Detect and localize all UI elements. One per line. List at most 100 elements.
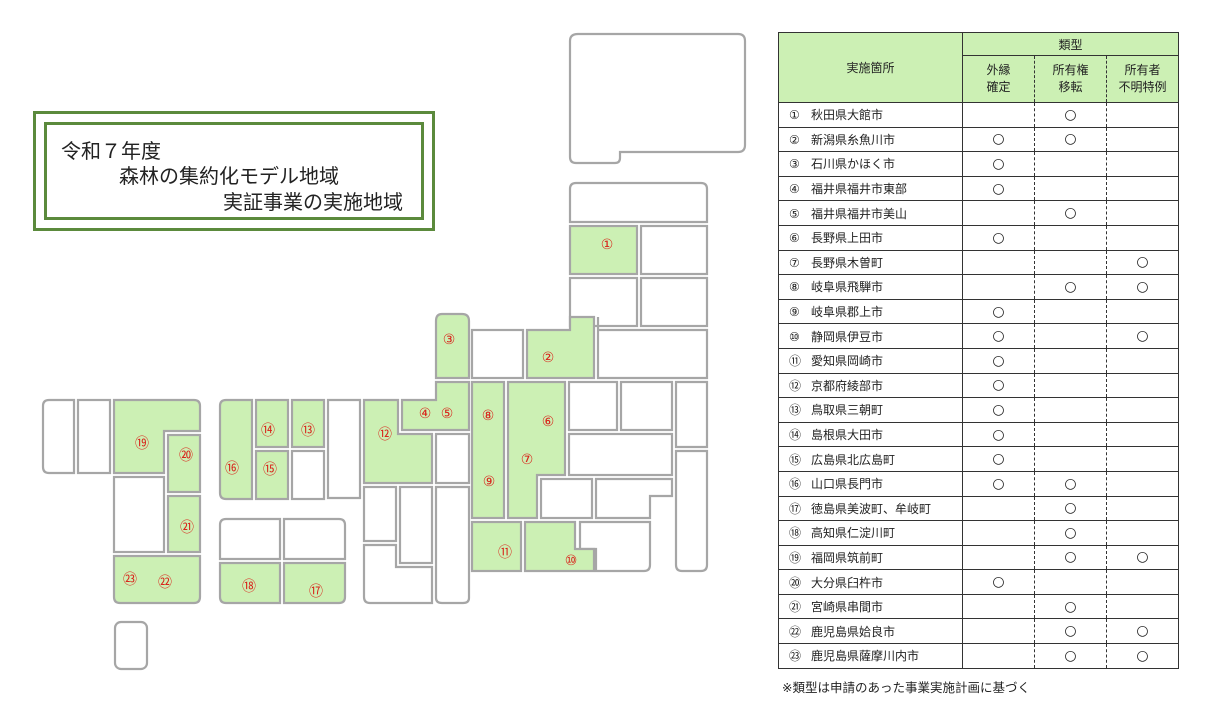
pref-tochigi xyxy=(619,380,674,432)
pref-akita xyxy=(568,224,639,276)
pref-gunma xyxy=(567,380,619,432)
pref-tokyo xyxy=(594,477,674,520)
map-label-17: ⑰ xyxy=(309,584,323,600)
map-label-2: ② xyxy=(541,350,555,366)
map-label-14: ⑭ xyxy=(261,423,275,439)
pref-kumamoto xyxy=(112,475,166,554)
pref-fukui xyxy=(400,380,471,432)
pref-okinawa xyxy=(113,620,149,671)
header-ownership-transfer: 所有権移転 xyxy=(1034,55,1107,103)
map-label-13: ⑬ xyxy=(301,423,315,439)
pref-saga xyxy=(76,398,112,475)
pref-hyogo xyxy=(326,398,362,500)
map-title-frame: 令和７年度 森林の集約化モデル地域 実証事業の実施地域 xyxy=(33,111,435,231)
pref-okayama xyxy=(290,449,326,501)
title-line-2: 森林の集約化モデル地域 xyxy=(119,164,339,188)
japan-schematic-map xyxy=(41,32,747,671)
pref-tokushima xyxy=(282,561,347,605)
pref-nagasaki xyxy=(41,398,76,475)
map-label-23: ㉓ xyxy=(123,572,137,588)
map-label-8: ⑧ xyxy=(481,408,495,424)
header-boundary-confirmation: 外縁確定 xyxy=(962,55,1035,103)
map-label-4: ④ xyxy=(418,406,432,422)
header-unknown-owner-exception: 所有者不明特例 xyxy=(1106,55,1179,103)
title-line-3: 実証事業の実施地域 xyxy=(223,190,403,214)
pref-yamagata xyxy=(568,276,639,328)
map-label-18: ⑱ xyxy=(242,579,256,595)
pref-kyoto xyxy=(362,398,434,485)
pref-kanagawa xyxy=(578,520,652,573)
map-label-3: ③ xyxy=(442,332,456,348)
pref-shizuoka xyxy=(523,520,596,573)
pref-gifu xyxy=(470,380,506,520)
pref-nara xyxy=(398,485,434,565)
pref-fukushima xyxy=(596,317,709,380)
pref-fukuoka xyxy=(112,398,202,475)
pref-aomori xyxy=(568,181,709,224)
pref-yamanashi xyxy=(539,477,594,520)
pref-tottori xyxy=(290,398,326,449)
pref-aichi xyxy=(470,520,523,573)
pref-niigata xyxy=(525,315,596,380)
pref-hokkaido xyxy=(568,32,747,165)
title-year: 令和７年度 xyxy=(61,139,161,163)
map-label-20: ⑳ xyxy=(179,448,193,464)
map-label-12: ⑫ xyxy=(378,427,392,443)
map-label-22: ㉒ xyxy=(158,575,172,591)
pref-mie xyxy=(434,485,471,605)
map-label-15: ⑮ xyxy=(263,462,277,478)
pref-miyagi xyxy=(639,276,709,328)
map-label-16: ⑯ xyxy=(225,461,239,477)
pref-ishikawa xyxy=(434,312,471,380)
table-footnote: ※類型は申請のあった事業実施計画に基づく xyxy=(782,680,1030,695)
pref-miyazaki xyxy=(166,494,202,554)
pref-wakayama xyxy=(362,543,434,605)
map-label-6: ⑥ xyxy=(541,414,555,430)
pref-ibaraki xyxy=(674,380,709,449)
pref-yamaguchi xyxy=(218,398,254,501)
map-label-21: ㉑ xyxy=(180,520,194,536)
pref-kagoshima xyxy=(112,554,202,605)
pref-saitama xyxy=(567,432,674,477)
header-type-group: 類型 xyxy=(962,32,1179,56)
pref-kochi xyxy=(218,561,282,605)
map-label-19: ⑲ xyxy=(135,436,149,452)
pref-chiba xyxy=(674,449,709,573)
pref-shimane xyxy=(254,398,290,449)
header-location: 実施箇所 xyxy=(778,32,963,103)
pref-nagano xyxy=(506,380,567,520)
map-title-inner-frame: 令和７年度 森林の集約化モデル地域 実証事業の実施地域 xyxy=(44,122,424,220)
pref-toyama xyxy=(470,328,525,380)
map-label-11: ⑪ xyxy=(498,545,512,561)
map-label-7: ⑦ xyxy=(520,452,534,468)
pref-ehime xyxy=(282,517,347,561)
pref-iwate xyxy=(639,224,709,276)
pref-shiga xyxy=(434,432,471,485)
map-label-9: ⑨ xyxy=(482,474,496,490)
pref-osaka xyxy=(362,485,398,543)
pref-kagawa xyxy=(218,517,282,561)
